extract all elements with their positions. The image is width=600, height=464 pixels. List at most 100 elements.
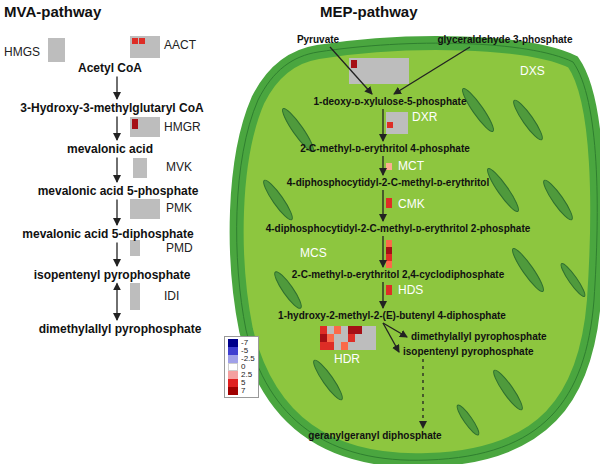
metabolite-name: mevalonic acid 5-diphosphate: [22, 227, 193, 241]
cell: [362, 334, 369, 342]
metabolite-name: dimethylallyl pyrophosphate: [39, 322, 202, 336]
metabolite: mevalonic acid: [66, 142, 154, 156]
cell: [386, 254, 392, 261]
metabolite-name: 2-C-methyl-ᴅ-erythritol 2,4-cyclodiphosp…: [292, 269, 504, 280]
metabolite: mevalonic acid 5-diphosphate: [21, 227, 194, 241]
chloroplast-edge: [237, 43, 598, 460]
cell: [362, 342, 369, 350]
metabolite-name: glyceraldehyde 3-phosphate: [437, 34, 572, 45]
legend-swatch: [228, 339, 238, 347]
aact-box: [130, 36, 160, 58]
pathway-arrow: [116, 199, 117, 225]
hmgs-box: [48, 38, 65, 62]
metabolite: geranylgeranyl diphosphate: [307, 430, 442, 442]
metabolite: dimethylallyl pyrophosphate: [38, 322, 203, 336]
legend-row: -5: [228, 347, 255, 355]
pmk-box: [130, 199, 160, 219]
enzyme-label: CMK: [398, 197, 425, 211]
enzyme-label: HMGR: [164, 120, 201, 134]
pmd-box: [130, 240, 140, 256]
cell: [355, 334, 362, 342]
legend-swatch: [228, 363, 238, 371]
cell: [386, 198, 392, 208]
cell: [386, 163, 392, 170]
pathway-heading: MEP-pathway: [320, 3, 418, 20]
cell: [355, 326, 362, 334]
metabolite: isopentenyl pyrophosphate: [33, 268, 192, 282]
pathway-arrow: [382, 190, 383, 221]
enzyme-label: AACT: [164, 38, 196, 52]
metabolite: 4-diphosphocytidyl-2-C-methyl-ᴅ-erythrit…: [265, 223, 532, 235]
legend-value: 0: [241, 363, 245, 371]
enzyme-label: MVK: [166, 160, 192, 174]
chloroplast-body: [237, 43, 598, 460]
pathway-arrow: [116, 116, 117, 140]
legend-value: -5: [241, 347, 248, 355]
cell: [327, 326, 334, 334]
legend-swatch: [228, 387, 238, 395]
legend-swatch: [228, 355, 238, 363]
cell: [386, 261, 392, 268]
metabolite-name: Acetyl CoA: [78, 61, 142, 75]
metabolite: mevalonic acid 5-phosphate: [37, 184, 200, 198]
cell: [334, 326, 341, 334]
cell: [386, 247, 392, 254]
pathway-arrow: [116, 157, 117, 182]
cell: [348, 334, 355, 342]
metabolite-name: geranylgeranyl diphosphate: [308, 430, 441, 441]
legend-value: 5: [241, 379, 245, 387]
metabolite: glyceraldehyde 3-phosphate: [436, 34, 573, 46]
idi-box: [130, 283, 140, 310]
metabolite-name: 1-hydroxy-2-methyl-2-(E)-butenyl 4-dipho…: [278, 310, 506, 321]
legend-row: 7: [228, 387, 255, 395]
cell: [341, 326, 348, 334]
enzyme-label: DXS: [520, 64, 545, 78]
cell: [348, 342, 355, 350]
cell: [387, 122, 393, 128]
cell: [386, 240, 392, 247]
metabolite: Pyruvate: [296, 34, 340, 46]
thylakoid-stacks: [260, 86, 588, 437]
legend-value: -2.5: [241, 355, 255, 363]
cell: [132, 38, 138, 44]
cell: [351, 60, 357, 68]
enzyme-label: HMGS: [4, 45, 40, 59]
pathway-arrow: [382, 109, 383, 141]
metabolite: 4-diphosphocytidyl-2-C-methyl-ᴅ-erythrit…: [286, 177, 490, 189]
metabolite: 1-deoxy-ᴅ-xylulose-5-phosphate: [313, 96, 468, 108]
cell: [348, 326, 355, 334]
enzyme-label: HDS: [398, 283, 423, 297]
legend-value: 7: [241, 387, 245, 395]
legend-swatch: [228, 347, 238, 355]
enzyme-label: HDR: [334, 352, 360, 366]
pathway-arrow: [382, 282, 383, 308]
cell: [132, 119, 138, 129]
enzyme-label: PMD: [166, 241, 193, 255]
enzyme-label: DXR: [412, 110, 437, 124]
metabolite-name: 3-Hydroxy-3-methylglutaryl CoA: [20, 101, 203, 115]
legend-row: -7: [228, 339, 255, 347]
metabolite-name: 4-diphosphocytidyl-2-C-methyl-ᴅ-erythrit…: [266, 223, 531, 234]
legend-row: 2.5: [228, 371, 255, 379]
metabolite-name: 1-deoxy-ᴅ-xylulose-5-phosphate: [314, 96, 467, 107]
pathway-arrow: [116, 242, 117, 266]
metabolite: isopentenyl pyrophosphate: [402, 346, 535, 358]
metabolite: 1-hydroxy-2-methyl-2-(E)-butenyl 4-dipho…: [277, 310, 507, 322]
legend-value: 2.5: [241, 371, 252, 379]
cell: [327, 342, 334, 350]
metabolite-name: isopentenyl pyrophosphate: [403, 346, 534, 357]
pathway-arrow: [382, 156, 383, 175]
metabolite: Acetyl CoA: [77, 61, 143, 75]
legend-row: 5: [228, 379, 255, 387]
cell: [334, 342, 341, 350]
pathway-arrow: [382, 236, 383, 267]
cell: [334, 334, 341, 342]
enzyme-label: MCT: [398, 159, 424, 173]
cell: [341, 342, 348, 350]
enzyme-label: IDI: [164, 289, 179, 303]
cell: [369, 334, 376, 342]
legend-row: 0: [228, 363, 255, 371]
color-legend: -7-5-2.502.557: [224, 336, 259, 398]
legend-swatch: [228, 379, 238, 387]
cell: [386, 285, 392, 295]
